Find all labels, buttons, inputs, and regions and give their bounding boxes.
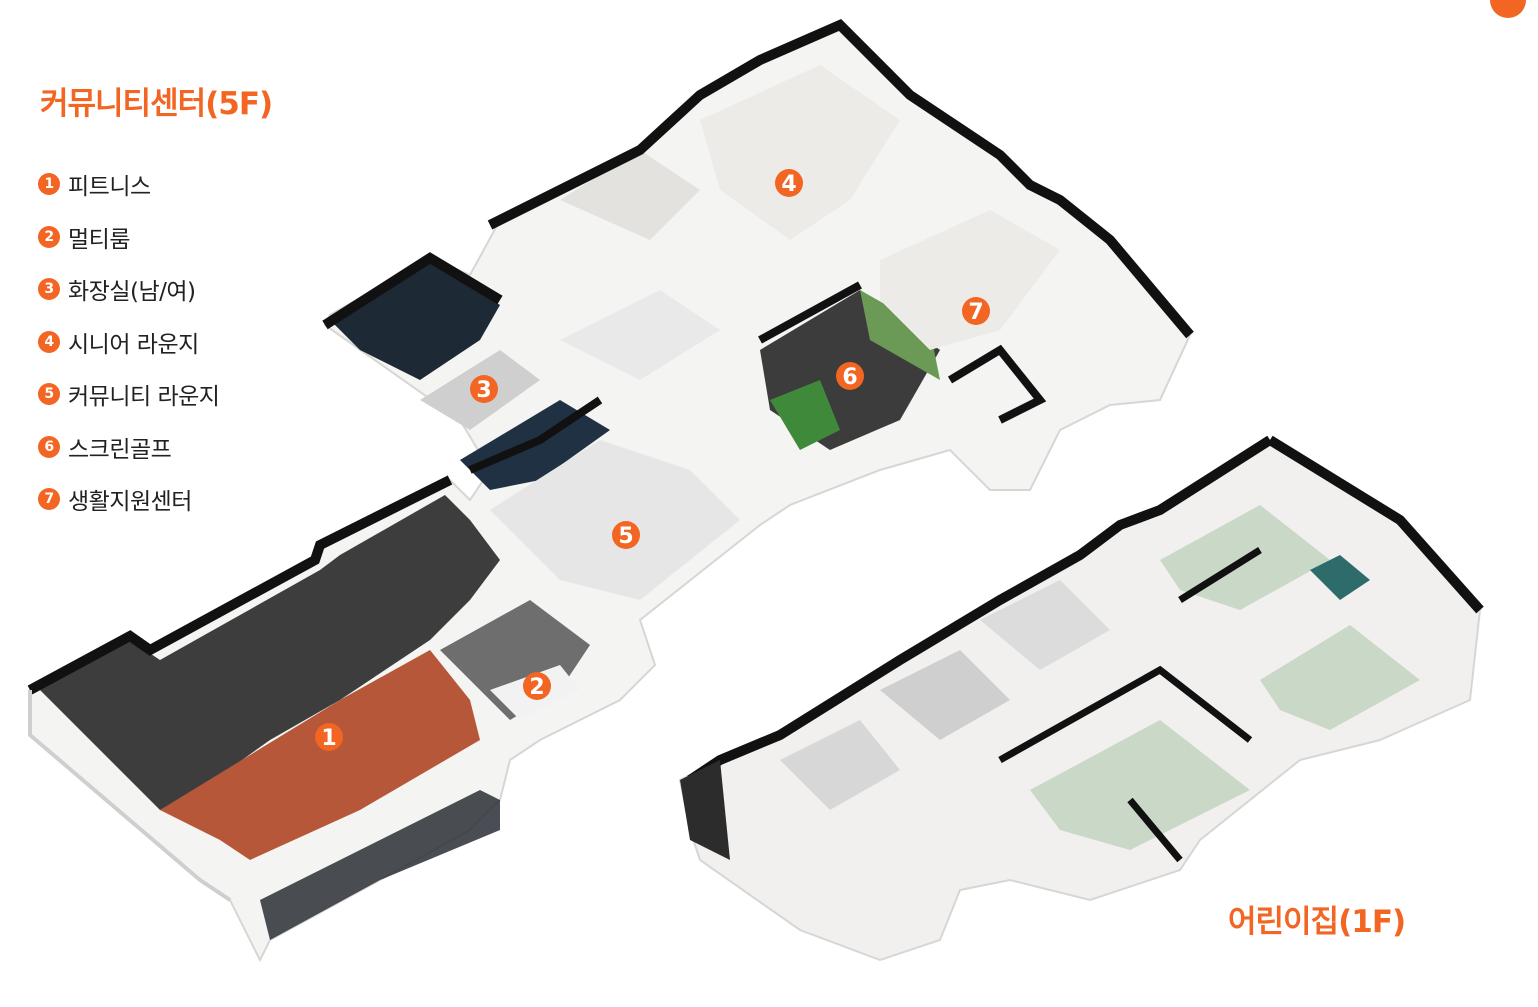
restroom-floor-2	[780, 720, 900, 810]
wall	[998, 665, 1253, 764]
screen-golf-screen	[860, 290, 940, 380]
legend-number: 7	[38, 488, 60, 511]
daycare-title: 어린이집(1F)	[1228, 904, 1406, 940]
room-marker-number: 4	[781, 172, 796, 197]
legend-label: 화장실(남/여)	[68, 279, 196, 306]
legend-label: 시니어 라운지	[68, 331, 199, 358]
room-marker-1: 1	[315, 723, 343, 751]
gym-dark-floor	[40, 495, 500, 810]
community-center-plan	[27, 19, 1194, 963]
classroom-floor-1	[1030, 720, 1250, 850]
legend-item: 3 화장실(남/여)	[38, 263, 219, 316]
tiled-wall	[1310, 555, 1370, 600]
support-center-floor	[880, 210, 1060, 350]
legend-number: 4	[38, 330, 60, 353]
wall	[468, 396, 603, 474]
wall	[1267, 435, 1484, 614]
legend-label: 멀티룸	[68, 226, 130, 253]
wall	[1178, 547, 1262, 603]
legend-item: 2 멀티룸	[38, 211, 219, 264]
wall-edge	[28, 690, 232, 902]
legend-item: 7 생활지원센터	[38, 473, 219, 526]
senior-lounge-floor	[700, 65, 900, 240]
gym-glass-front	[260, 790, 500, 940]
room-marker-7: 7	[962, 297, 990, 325]
room-marker-3: 3	[470, 375, 498, 403]
wall	[322, 252, 503, 330]
legend-label: 커뮤니티 라운지	[68, 384, 220, 411]
room-marker-4: 4	[775, 169, 803, 197]
legend-item: 4 시니어 라운지	[38, 316, 219, 369]
classroom-floor-3	[1260, 625, 1420, 730]
wall	[687, 435, 1273, 785]
room-marker-2: 2	[523, 672, 551, 700]
community-center-title: 커뮤니티센터(5F)	[40, 86, 273, 122]
room-marker-number: 2	[529, 675, 544, 700]
golf-mat	[770, 380, 840, 450]
legend-label: 생활지원센터	[68, 489, 192, 516]
legend-number: 3	[38, 278, 60, 301]
legend-number: 5	[38, 383, 60, 406]
wall	[27, 475, 453, 695]
legend-number: 6	[38, 435, 60, 458]
room-marker-6: 6	[836, 362, 864, 390]
toilet-area-1	[330, 262, 500, 380]
gym-rubber-floor	[160, 650, 480, 860]
legend-item: 1 피트니스	[38, 158, 219, 211]
community-lounge-floor	[490, 440, 740, 600]
legend-number: 2	[38, 225, 60, 248]
daycare-plan	[678, 435, 1484, 962]
wall	[947, 344, 1047, 424]
room-marker-number: 1	[321, 726, 336, 751]
senior-room	[560, 150, 700, 240]
corridor-floor	[560, 290, 720, 380]
room-marker-5: 5	[612, 521, 640, 549]
legend-item: 5 커뮤니티 라운지	[38, 368, 220, 421]
room-marker-number: 5	[618, 524, 633, 549]
corner-badge	[1490, 0, 1526, 18]
kitchen-floor	[980, 580, 1110, 670]
wall	[487, 19, 1194, 339]
restroom-floor-1	[880, 650, 1010, 740]
room-marker-number: 3	[476, 378, 491, 403]
legend-label: 스크린골프	[68, 436, 172, 463]
legend-item: 6 스크린골프	[38, 421, 219, 474]
legend-label: 피트니스	[68, 174, 151, 201]
wall	[1127, 797, 1183, 863]
room-marker-number: 7	[968, 300, 983, 325]
room-marker-number: 6	[842, 365, 857, 390]
legend-number: 1	[38, 173, 60, 196]
wall	[758, 281, 862, 344]
side-wall-dark	[680, 760, 730, 860]
